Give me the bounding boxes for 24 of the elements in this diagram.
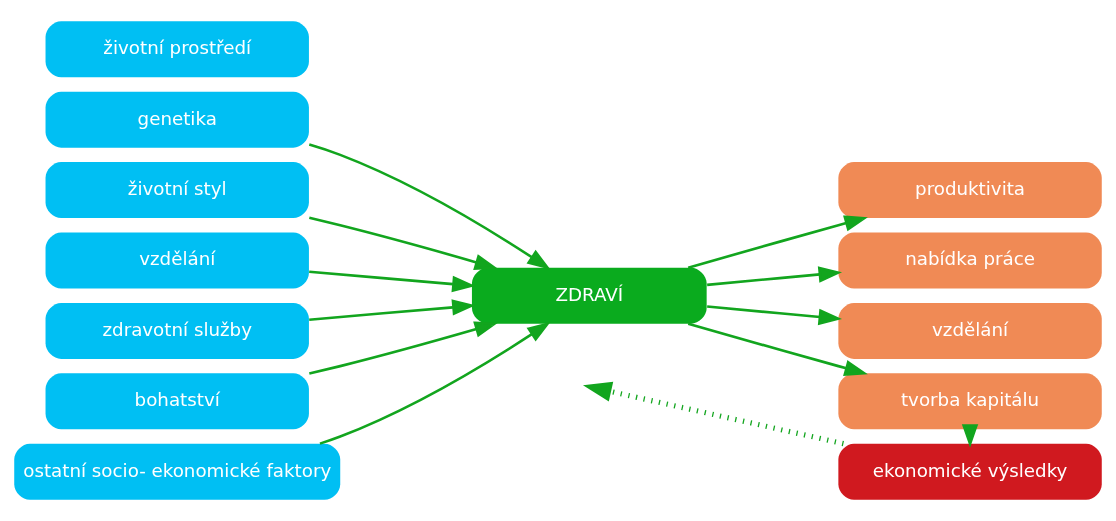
node-box: životní styl: [45, 162, 309, 219]
arrow: [707, 305, 843, 326]
node-box: genetika: [45, 91, 309, 148]
node-box: vzdělání: [45, 232, 309, 289]
node-box: produktivita: [838, 162, 1102, 219]
node-box: ZDRAVÍ: [471, 267, 707, 324]
node-box: životní prostředí: [45, 21, 309, 78]
node-box: vzdělání: [838, 302, 1102, 359]
arrow: [687, 322, 868, 376]
node-box: zdravotní služby: [45, 302, 309, 359]
arrow: [309, 299, 476, 321]
node-box: bohatství: [45, 373, 309, 430]
arrow: [707, 266, 843, 287]
arrow: [309, 321, 499, 375]
arrow: [308, 143, 551, 270]
node-box: ekonomické výsledky: [838, 443, 1102, 500]
arrow: [309, 270, 476, 293]
node-box: ostatní socio- ekonomické faktory: [14, 443, 341, 500]
node-box: nabídka práce: [838, 232, 1102, 289]
arrow: [687, 215, 868, 269]
arrow: [319, 321, 551, 445]
arrow: [582, 381, 844, 447]
arrow: [309, 216, 499, 270]
arrow: [961, 424, 979, 448]
